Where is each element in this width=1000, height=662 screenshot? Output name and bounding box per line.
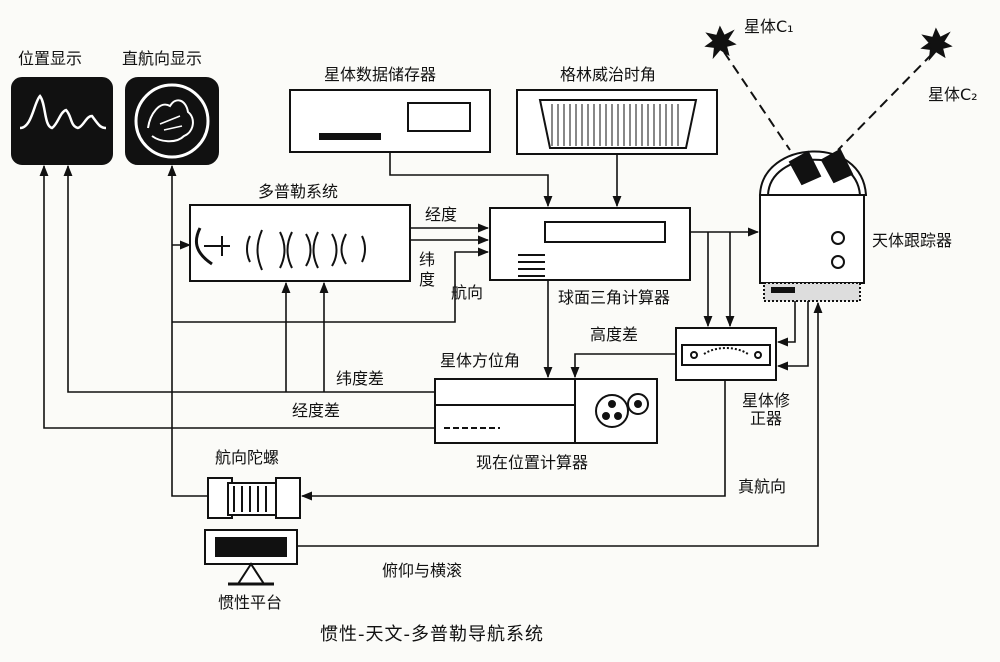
longitude-difference-label: 经度差 (292, 401, 341, 420)
sight-line-c1 (723, 51, 791, 151)
present-position-computer-label: 现在位置计算器 (476, 453, 589, 472)
heading-label: 航向 (451, 283, 484, 302)
inertial-platform-label: 惯性平台 (218, 593, 283, 612)
star-data-storage-box (289, 89, 491, 153)
pitch-roll-label: 俯仰与横滚 (382, 561, 463, 580)
spherical-triangle-computer-label: 球面三角计算器 (558, 288, 671, 307)
true-heading-display-screen (125, 77, 219, 165)
star-data-storage-label: 星体数据储存器 (324, 65, 437, 84)
position-display-label: 位置显示 (18, 49, 83, 68)
heading-gyro-label: 航向陀螺 (215, 448, 280, 467)
star-corrector-box (675, 327, 777, 381)
present-position-computer-box (434, 378, 658, 444)
greenwich-hour-angle-label: 格林威治时角 (560, 65, 657, 84)
true-heading-display-label: 直航向显示 (122, 49, 203, 68)
doppler-system-box (189, 204, 411, 282)
star-c2-label: 星体C₂ (928, 85, 978, 104)
altitude-difference-label: 高度差 (590, 325, 639, 344)
latitude-difference-label: 纬度差 (336, 369, 385, 388)
celestial-tracker (758, 148, 868, 302)
celestial-tracker-label: 天体跟踪器 (872, 231, 953, 250)
sight-line-c2 (837, 53, 933, 151)
star-azimuth-label: 星体方位角 (440, 351, 521, 370)
star-c2-icon (920, 27, 953, 62)
diagram-caption: 惯性-天文-多普勒导航系统 (320, 624, 544, 645)
longitude-label: 经度 (425, 205, 458, 224)
star-c1-icon (704, 25, 737, 60)
star-corrector-label: 星体修正器 (741, 391, 790, 428)
greenwich-hour-angle-box (516, 89, 718, 155)
heading-gyro (207, 477, 301, 519)
spherical-triangle-computer-box (489, 207, 691, 281)
true-heading-label: 真航向 (738, 477, 787, 496)
inertial-platform (204, 529, 298, 586)
doppler-system-label: 多普勒系统 (258, 182, 339, 201)
position-display-screen (11, 77, 113, 165)
star-c1-label: 星体C₁ (744, 17, 794, 36)
signal-flow-lines (39, 152, 823, 547)
latitude-label: 纬度 (418, 250, 435, 289)
